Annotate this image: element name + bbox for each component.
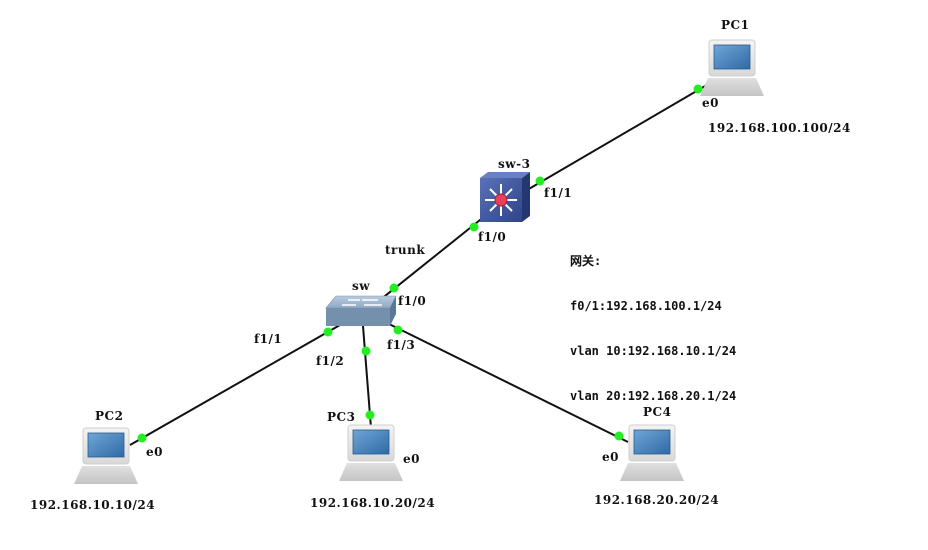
- pc3-name: PC3: [327, 410, 356, 424]
- port-status-dots: [137, 84, 703, 443]
- sw3-port-f1-0: f1/0: [478, 230, 507, 244]
- pc3-node[interactable]: [339, 424, 403, 481]
- port-dot-sw-f1-0: [389, 283, 399, 293]
- pc1-name: PC1: [721, 18, 750, 32]
- pc2-port-label: e0: [146, 445, 163, 459]
- gateway-note-line: vlan 10:192.168.10.1/24: [570, 344, 737, 358]
- pc3-ip: 192.168.10.20/24: [310, 496, 436, 510]
- port-dot-pc4-e0: [614, 431, 624, 441]
- sw3-port-f1-1: f1/1: [544, 186, 573, 200]
- sw-node[interactable]: [325, 295, 397, 326]
- sw3-name: sw-3: [498, 157, 531, 171]
- sw-port-f1-0: f1/0: [398, 294, 427, 308]
- pc2-name: PC2: [95, 409, 124, 423]
- link-sw-pc2[interactable]: [129, 324, 341, 446]
- port-dot-sw-f1-1: [323, 327, 333, 337]
- gateway-note-title: 网关:: [570, 254, 602, 268]
- pc4-port-label: e0: [602, 450, 619, 464]
- port-dot-pc3-e0: [365, 410, 375, 420]
- pc4-node[interactable]: [620, 424, 684, 481]
- sw3-node[interactable]: [480, 172, 530, 222]
- pc2-ip: 192.168.10.10/24: [30, 498, 156, 512]
- port-dot-pc2-e0: [137, 433, 147, 443]
- sw-port-f1-2: f1/2: [316, 354, 345, 368]
- sw-port-f1-1: f1/1: [254, 332, 283, 346]
- port-dot-sw-f1-3: [393, 325, 403, 335]
- sw-name: sw: [352, 279, 371, 293]
- gateway-note-line: vlan 20:192.168.20.1/24: [570, 389, 737, 403]
- pc1-ip: 192.168.100.100/24: [708, 121, 851, 135]
- switch-arrows-icon: [342, 299, 382, 306]
- port-dot-sw-f1-2: [361, 346, 371, 356]
- pc1-port-label: e0: [702, 96, 719, 110]
- port-dot-sw3-f1-0: [469, 222, 479, 232]
- link-sw-pc4[interactable]: [384, 321, 629, 443]
- pc3-port-label: e0: [403, 452, 420, 466]
- port-dot-sw3-f1-1: [535, 176, 545, 186]
- pc2-node[interactable]: [74, 427, 138, 484]
- pc4-ip: 192.168.20.20/24: [594, 493, 720, 507]
- gateway-note-line: f0/1:192.168.100.1/24: [570, 299, 722, 313]
- sw-port-f1-3: f1/3: [387, 338, 416, 352]
- pc1-node[interactable]: [700, 39, 764, 96]
- port-dot-pc1-e0: [693, 84, 703, 94]
- gateway-note: 网关: f0/1:192.168.100.1/24 vlan 10:192.16…: [570, 224, 736, 419]
- pc4-name: PC4: [643, 405, 672, 419]
- trunk-label: trunk: [385, 243, 426, 257]
